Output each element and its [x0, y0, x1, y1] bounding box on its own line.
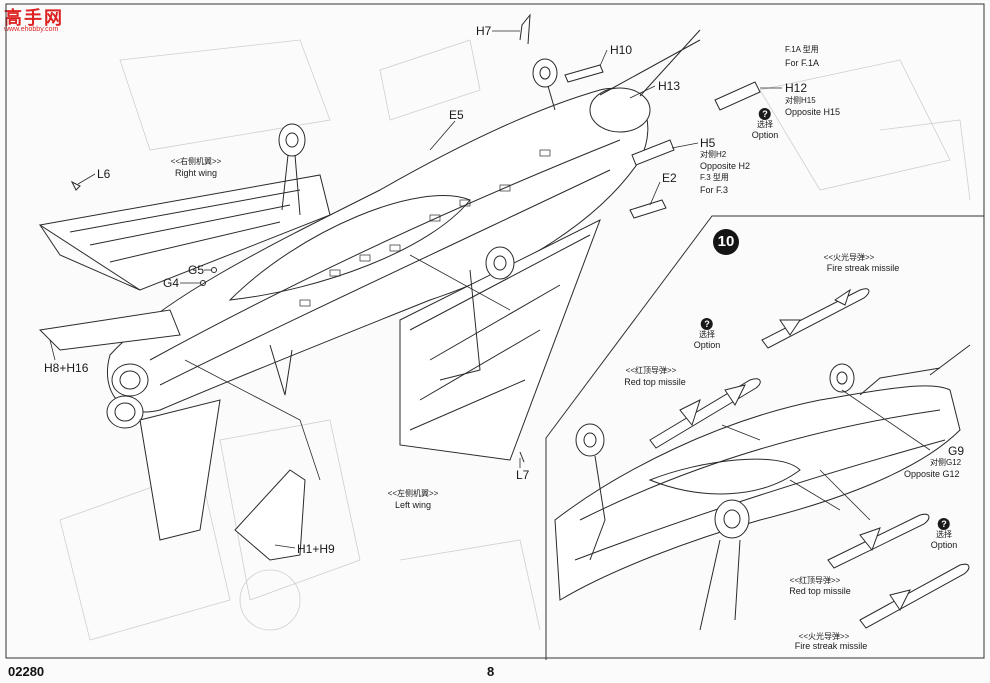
- left-wing: [399, 218, 601, 461]
- option-cn: 选择: [936, 530, 952, 539]
- option-en: Option: [751, 130, 779, 140]
- red-top-caption-cn: <<红顶导弹>>: [625, 366, 677, 375]
- vertical-fin: [139, 399, 221, 541]
- part-h10-piece: [564, 64, 604, 83]
- right-main-wheel: [278, 123, 306, 157]
- label-l7: L7: [516, 468, 530, 482]
- note-opp-g12-en: Opposite G12: [904, 469, 960, 479]
- logo-url: www.ehobby.com: [4, 26, 59, 33]
- part-h1-h9: [234, 469, 306, 561]
- note-opp-h2-cn: 对侧H2: [700, 150, 727, 159]
- fire-streak-caption-cn: <<火光导弹>>: [823, 253, 875, 262]
- red-top-caption2-cn: <<红顶导弹>>: [789, 576, 841, 585]
- option-en: Option: [693, 340, 721, 350]
- page-number: 8: [487, 664, 495, 679]
- left-main-wheel: [485, 246, 515, 280]
- label-g5: G5: [188, 263, 205, 277]
- site-logo: 高手网 www.ehobby.com: [4, 4, 74, 38]
- red-top-caption2-en: Red top missile: [789, 586, 851, 596]
- label-h5: H5: [700, 136, 716, 150]
- main-aircraft: [38, 29, 701, 561]
- option-cn: 选择: [699, 330, 715, 339]
- note-f3-cn: F.3 型用: [700, 173, 729, 182]
- page-border: [5, 3, 985, 659]
- label-h10: H10: [610, 43, 633, 57]
- step-number-badge: 10: [713, 229, 739, 255]
- label-g9: G9: [948, 444, 965, 458]
- note-f1a-cn: F.1A 型用: [785, 45, 819, 54]
- part-g5-piece: [211, 267, 217, 273]
- red-top-caption-en: Red top missile: [624, 377, 686, 387]
- note-f1a-en: For F.1A: [785, 58, 820, 68]
- fire-streak-caption2-cn: <<火光导弹>>: [798, 632, 850, 641]
- missile-fire-streak-top: [761, 288, 870, 349]
- label-h13: H13: [658, 79, 681, 93]
- note-opp-h15-cn: 对侧H15: [785, 96, 816, 105]
- upper-nozzle: [111, 363, 149, 397]
- option-marker-2: ? 选择 Option: [693, 318, 721, 350]
- missiles: [649, 288, 970, 629]
- missile-red-top-left: [649, 378, 761, 449]
- part-l7-piece: [519, 451, 525, 463]
- label-l6: L6: [97, 167, 111, 181]
- option-cn: 选择: [757, 120, 773, 129]
- option-en: Option: [930, 540, 958, 550]
- left-tailplane: [38, 309, 181, 351]
- option-marker-1: ? 选择 Option: [751, 108, 779, 140]
- leader-lines: [49, 30, 936, 549]
- left-wing-caption-en: Left wing: [394, 500, 432, 510]
- note-f3-en: For F.3: [700, 185, 729, 195]
- lower-nozzle: [106, 395, 144, 429]
- label-h8-h16: H8+H16: [44, 361, 89, 375]
- fire-streak-caption-en: Fire streak missile: [826, 263, 900, 273]
- note-opp-g12-cn: 对侧G12: [930, 458, 962, 467]
- question-icon: ?: [701, 318, 713, 330]
- note-opp-h15-en: Opposite H15: [785, 107, 841, 117]
- missile-red-top-bottom: [859, 563, 970, 629]
- label-e5: E5: [449, 108, 464, 122]
- missile-fire-streak-right: [827, 513, 930, 569]
- part-h5-piece: [631, 139, 675, 166]
- label-g4: G4: [163, 276, 180, 290]
- left-wing-caption-cn: <<左侧机翼>>: [387, 489, 439, 498]
- logo-text: 高手网: [4, 8, 64, 28]
- part-h12-piece: [714, 81, 761, 111]
- label-h12: H12: [785, 81, 808, 95]
- question-icon: ?: [759, 108, 771, 120]
- part-e2-piece: [629, 199, 667, 219]
- label-e2: E2: [662, 171, 677, 185]
- question-icon: ?: [938, 518, 950, 530]
- part-h7-piece: [519, 13, 531, 45]
- fire-streak-caption2-en: Fire streak missile: [794, 641, 868, 651]
- label-h1-h9: H1+H9: [297, 542, 335, 556]
- label-h7: H7: [476, 24, 492, 38]
- product-code: 02280: [8, 664, 45, 679]
- note-opp-h2-en: Opposite H2: [700, 161, 751, 171]
- right-wing-caption-cn: <<右侧机翼>>: [170, 157, 222, 166]
- right-wing-caption-en: Right wing: [174, 168, 218, 178]
- nose-wheel: [532, 58, 558, 88]
- faint-background-lines: [59, 39, 971, 641]
- step10-inset-border: [545, 215, 984, 660]
- part-l6-piece: [70, 180, 81, 191]
- inset-aircraft: [554, 344, 971, 631]
- option-marker-3: ? 选择 Option: [930, 518, 958, 550]
